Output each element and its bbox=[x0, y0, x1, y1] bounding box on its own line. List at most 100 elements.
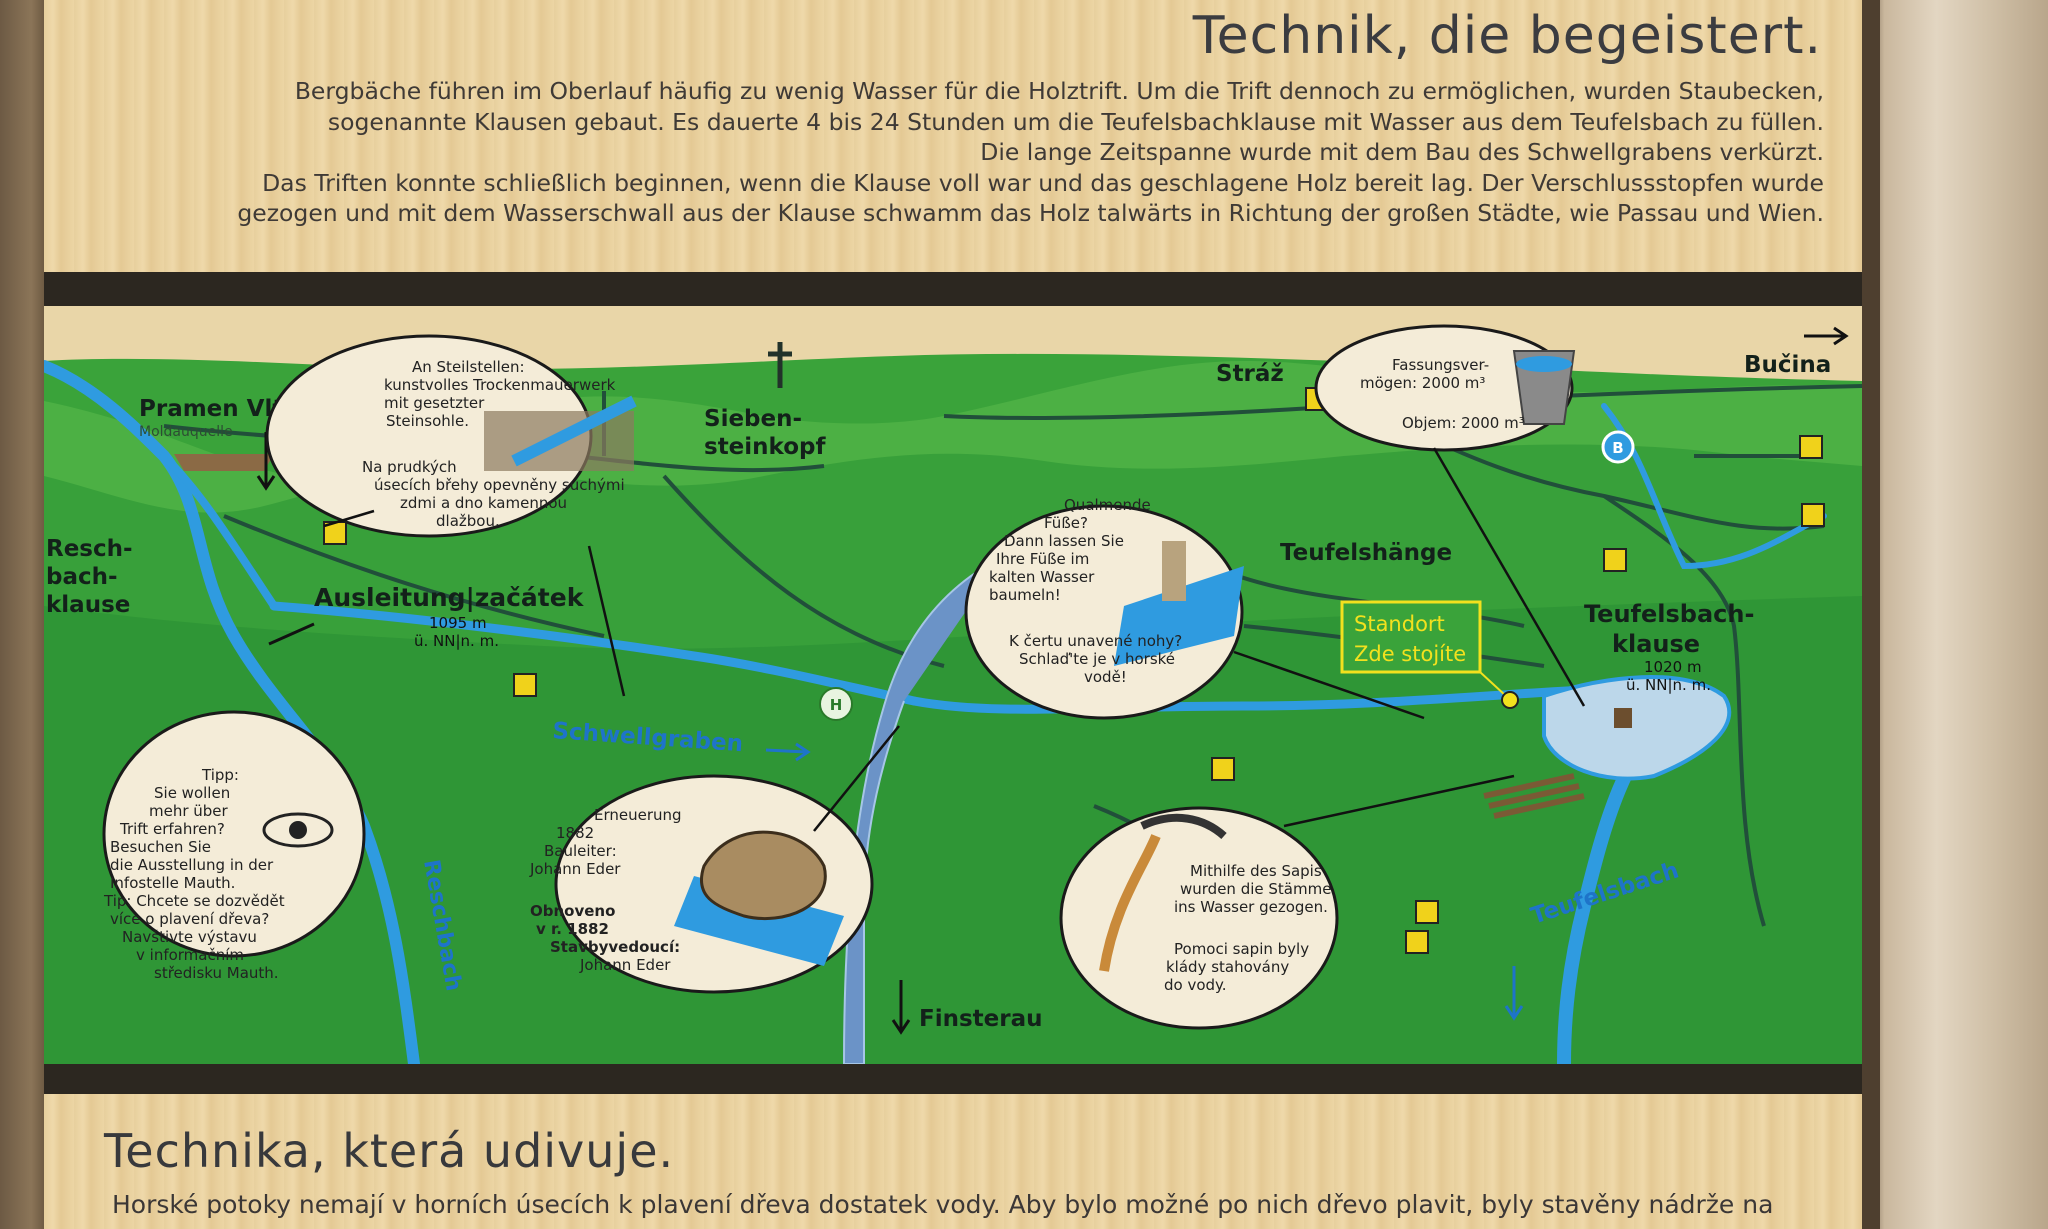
label-tbk-2: klause bbox=[1612, 630, 1700, 658]
sign-title-de: Technik, die begeistert. bbox=[1192, 6, 1822, 66]
bubble-text: Objem: 2000 m³ bbox=[1402, 414, 1525, 432]
sign-text-cz: Horské potoky nemají v horních úsecích k… bbox=[112, 1190, 1774, 1219]
bubble-text: více o plavení dřeva? bbox=[110, 910, 269, 928]
label-standort: Standort bbox=[1354, 612, 1445, 636]
board-frame-left bbox=[0, 0, 52, 1229]
pointer-line bbox=[323, 509, 375, 528]
text-line: sogenannte Klausen gebaut. Es dauerte 4 … bbox=[327, 107, 1824, 136]
label-tbk-1: Teufelsbach- bbox=[1584, 600, 1754, 628]
label-tbk-nn: ü. NN|n. m. bbox=[1626, 676, 1711, 694]
arrow-right-icon bbox=[1804, 326, 1849, 346]
bubble-text: Qualmende bbox=[1064, 496, 1151, 514]
bubble-text: vodě! bbox=[1084, 668, 1127, 686]
sign-text-de: Bergbäche führen im Oberlauf häufig zu w… bbox=[224, 76, 1824, 229]
bubble-text: klády stahovány bbox=[1166, 958, 1289, 976]
sluice-plug-illustration bbox=[699, 830, 827, 921]
bucket-water bbox=[1516, 356, 1572, 372]
bubble-text: wurden die Stämme bbox=[1180, 880, 1331, 898]
label-sieben-2: steinkopf bbox=[704, 434, 826, 460]
text-line: Die lange Zeitspanne wurde mit dem Bau d… bbox=[980, 138, 1824, 166]
h-marker: H bbox=[819, 687, 853, 721]
person-illustration bbox=[1162, 541, 1186, 601]
bubble-text: dlažbou. bbox=[436, 512, 500, 530]
bubble-text: mit gesetzter bbox=[384, 394, 485, 412]
bubble-text: Na prudkých bbox=[362, 458, 457, 476]
bubble-text: Bauleiter: bbox=[544, 842, 617, 860]
bubble-text: kalten Wasser bbox=[989, 568, 1095, 586]
bubble-text: Pomoci sapin byly bbox=[1174, 940, 1309, 958]
footer-panel: Technika, která udivuje. Horské potoky n… bbox=[44, 1094, 1862, 1229]
b-marker: B bbox=[1601, 430, 1635, 464]
label-ausleitung-elev: 1095 m bbox=[429, 614, 487, 632]
standort-pointer bbox=[1479, 671, 1507, 697]
bubble-text: mehr über bbox=[149, 802, 229, 820]
bubble-text: Johann Eder bbox=[579, 956, 671, 974]
pointer-arrow bbox=[268, 622, 315, 646]
bubble-text: do vody. bbox=[1164, 976, 1227, 994]
arrow-down-icon bbox=[891, 980, 911, 1035]
water-illustration bbox=[1114, 566, 1244, 666]
reschbach-dam bbox=[174, 454, 274, 471]
pointer-line bbox=[1233, 650, 1425, 720]
bubble-text: Tipp: bbox=[201, 766, 239, 784]
bubble-kapazitaet bbox=[1314, 324, 1574, 452]
eye-icon bbox=[262, 812, 334, 848]
board-post bbox=[1862, 0, 1880, 1229]
bubble-text: Obnoveno bbox=[530, 902, 615, 920]
board-frame-right bbox=[1862, 0, 2048, 1229]
pointer-line bbox=[813, 725, 900, 832]
sign-title-cz: Technika, která udivuje. bbox=[104, 1124, 675, 1178]
bubble-text: 1882 bbox=[556, 824, 594, 842]
label-tbk-elev: 1020 m bbox=[1644, 658, 1702, 676]
divider-band bbox=[44, 272, 1862, 306]
label-finsterau: Finsterau bbox=[919, 1006, 1043, 1032]
trail-map: H B Pramen Vltavy Moldauquelle Resch- ba… bbox=[44, 306, 1862, 1064]
sapi-tool-icon bbox=[1099, 834, 1161, 972]
bubble-text: v informačním bbox=[136, 946, 244, 964]
label-straz: Stráž bbox=[1216, 361, 1284, 387]
pointer-line bbox=[1432, 447, 1586, 707]
label-pramen-sub: Moldauquelle bbox=[139, 424, 233, 440]
bubble-text: Navštivte výstavu bbox=[122, 928, 257, 946]
bubble-tipp bbox=[102, 710, 366, 958]
bubble-text: zdmi a dno kamennou bbox=[400, 494, 567, 512]
bubble-text: Erneuerung bbox=[594, 806, 682, 824]
bubble-text: Schlaď'te je v horské bbox=[1019, 650, 1175, 668]
label-resch-1: Resch- bbox=[46, 536, 133, 562]
bubble-text: Mithilfe des Sapis bbox=[1190, 862, 1322, 880]
text-line: gezogen und mit dem Wasserschwall aus de… bbox=[237, 199, 1824, 227]
label-ausleitung-nn: ü. NN|n. m. bbox=[414, 632, 499, 650]
bubble-text: středisku Mauth. bbox=[154, 964, 279, 982]
divider-band bbox=[44, 1064, 1862, 1094]
bubble-text: K čertu unavené nohy? bbox=[1009, 632, 1182, 650]
label-resch-2: bach- bbox=[46, 564, 118, 590]
bubble-text: Ihre Füße im bbox=[996, 550, 1089, 568]
label-sieben-1: Sieben- bbox=[704, 406, 802, 432]
arrow-down-icon bbox=[1504, 966, 1524, 1021]
map-illustration: H B Pramen Vltavy Moldauquelle Resch- ba… bbox=[44, 306, 1862, 1064]
pointer-line bbox=[1283, 774, 1515, 828]
bubble-text: die Ausstellung in der bbox=[110, 856, 274, 874]
bubble-text: Johann Eder bbox=[529, 860, 621, 878]
you-are-here-icon bbox=[1501, 691, 1519, 709]
water-illustration bbox=[511, 395, 637, 467]
standort-box bbox=[1340, 600, 1482, 674]
log-pile-illustration bbox=[1483, 773, 1585, 819]
bubble-text: An Steilstellen: bbox=[412, 358, 525, 376]
label-resch-3: klause bbox=[46, 592, 130, 618]
bubble-text: Stavbyvedoucí: bbox=[550, 938, 680, 956]
eye-pupil bbox=[289, 821, 307, 839]
b-marker-label: B bbox=[1612, 439, 1623, 457]
h-marker-label: H bbox=[830, 696, 843, 714]
bubble-text: Dann lassen Sie bbox=[1004, 532, 1124, 550]
summit-cross-icon bbox=[768, 342, 792, 388]
bubble-text: úsecích břehy opevněny suchými bbox=[374, 476, 625, 494]
bubble-text: v r. 1882 bbox=[536, 920, 609, 938]
bubble-text: Steinsohle. bbox=[386, 412, 469, 430]
teufelsbach-reservoir bbox=[1542, 675, 1732, 781]
text-line: Das Triften konnte schließlich beginnen,… bbox=[262, 168, 1824, 197]
bubble-text: kunstvolles Trockenmauerwerk bbox=[384, 376, 616, 394]
header-panel: Technik, die begeistert. Bergbäche führe… bbox=[44, 0, 1862, 272]
arrow-right-icon bbox=[765, 742, 811, 762]
klause-hut bbox=[1614, 708, 1632, 728]
